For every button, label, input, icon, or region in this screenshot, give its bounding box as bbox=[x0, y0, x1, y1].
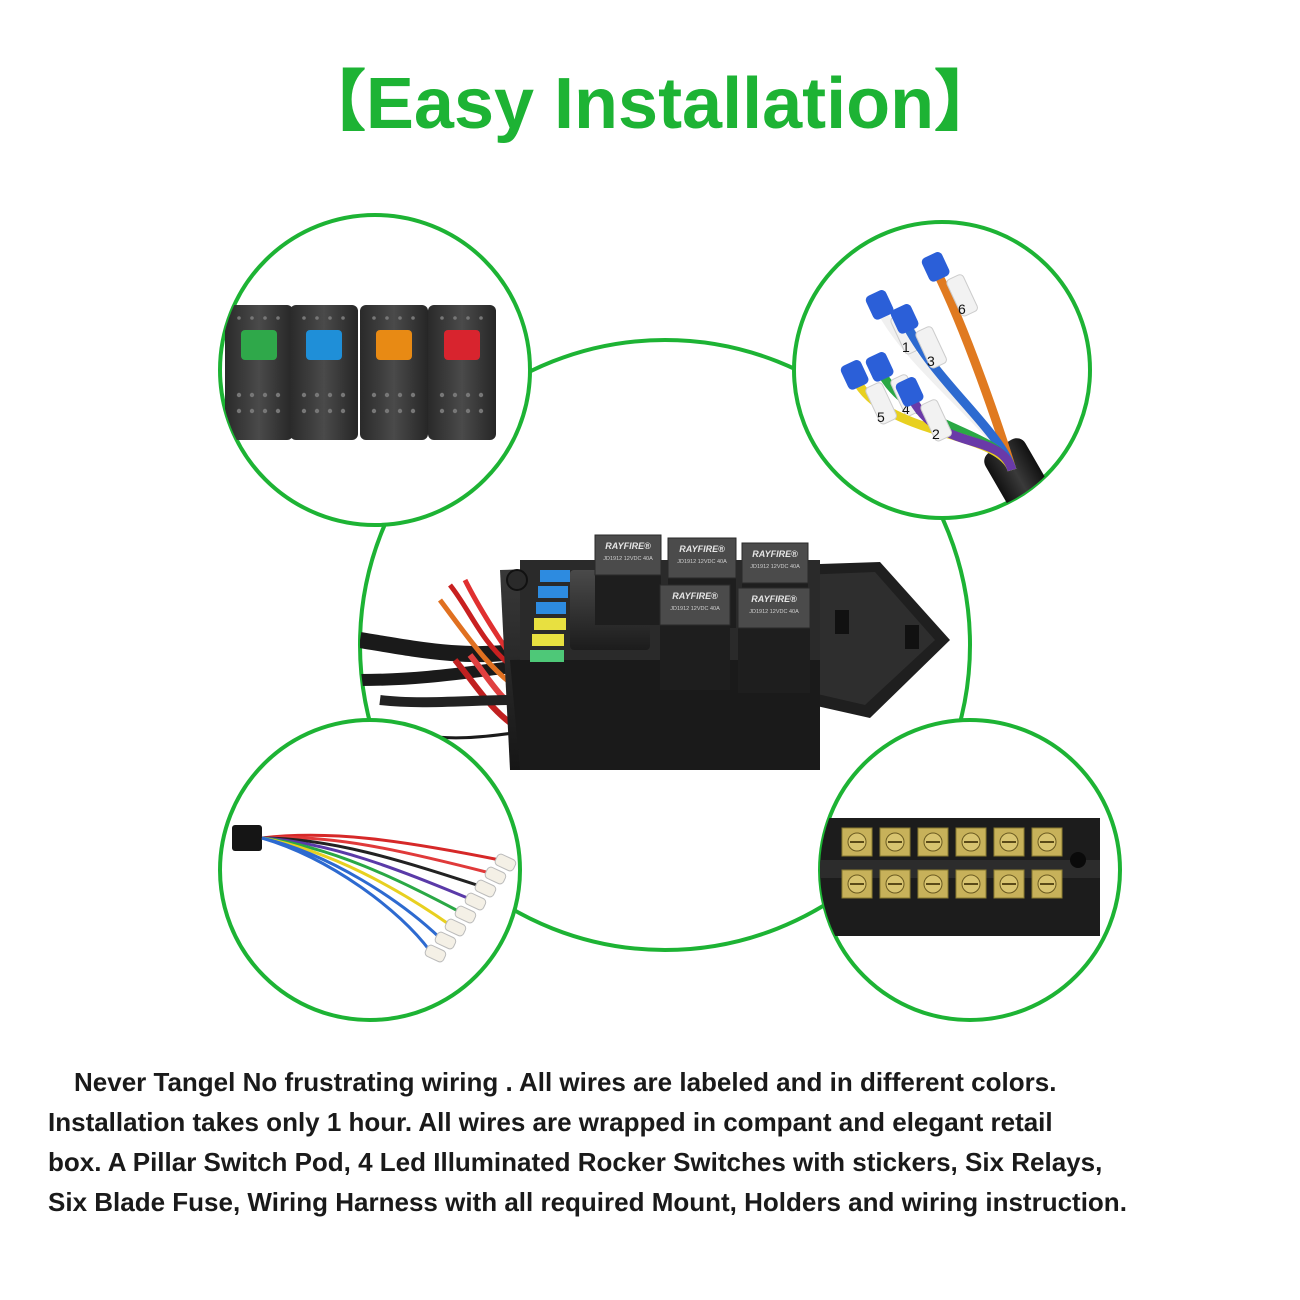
switch-lens bbox=[241, 330, 277, 360]
switch-lens bbox=[444, 330, 480, 360]
relay-brand: RAYFIRE® bbox=[752, 549, 798, 559]
fuse-yellow-1 bbox=[534, 618, 566, 630]
terminal-block-view bbox=[818, 718, 1122, 1022]
harness-wire-8 bbox=[261, 836, 447, 963]
relays: RAYFIRE® JD1912 12VDC 40A RAYFIRE® JD1912 1… bbox=[594, 534, 811, 693]
fuse-blue-3 bbox=[536, 602, 566, 614]
harness-wire-3 bbox=[261, 836, 497, 898]
harness-wire-1 bbox=[261, 833, 517, 872]
terminal-screw bbox=[917, 827, 949, 857]
relay-1: RAYFIRE® JD1912 12VDC 40A bbox=[594, 534, 662, 625]
relay-spec: JD1912 12VDC 40A bbox=[750, 564, 800, 570]
relay-spec: JD1912 12VDC 40A bbox=[749, 609, 799, 615]
relay-spec: JD1912 12VDC 40A bbox=[603, 556, 653, 562]
center-fuse-box-view: RAYFIRE® JD1912 12VDC 40A RAYFIRE® JD1912 1… bbox=[358, 338, 972, 952]
fuse-yellow-2 bbox=[532, 634, 564, 646]
title-open-bracket: 【 bbox=[299, 64, 366, 138]
fuse-blue-1 bbox=[540, 570, 570, 582]
connector-harness-view bbox=[218, 718, 522, 1022]
relay-5: RAYFIRE® JD1912 12VDC 40A bbox=[737, 587, 811, 693]
rocker-switch-3 bbox=[360, 305, 428, 440]
switch-lens bbox=[376, 330, 412, 360]
terminal-screw bbox=[993, 827, 1025, 857]
labeled-wire-6: 2 bbox=[895, 377, 1017, 472]
relay-brand: RAYFIRE® bbox=[605, 541, 651, 551]
terminal-screw bbox=[917, 869, 949, 899]
relay-4: RAYFIRE® JD1912 12VDC 40A bbox=[659, 584, 731, 690]
relay-brand: RAYFIRE® bbox=[672, 591, 718, 601]
description-line-3: box. A Pillar Switch Pod, 4 Led Illumina… bbox=[48, 1147, 1103, 1177]
description-line-1: Never Tangel No frustrating wiring . All… bbox=[74, 1067, 1057, 1097]
terminal-screw bbox=[1031, 869, 1063, 899]
switch-lens bbox=[306, 330, 342, 360]
harness-wire-2 bbox=[261, 835, 507, 885]
wire-label: 4 bbox=[902, 401, 910, 417]
terminal-screw bbox=[955, 827, 987, 857]
terminal-screw bbox=[879, 869, 911, 899]
terminal-screw bbox=[841, 869, 873, 899]
wire-label: 2 bbox=[932, 426, 940, 442]
rocker-switch-2 bbox=[290, 305, 358, 440]
wire-label: 5 bbox=[877, 409, 885, 425]
product-illustration: RAYFIRE® JD1912 12VDC 40A RAYFIRE® JD1912 1… bbox=[218, 213, 1122, 1022]
description-line-2: Installation takes only 1 hour. All wire… bbox=[48, 1107, 1053, 1137]
fuse-blue-2 bbox=[538, 586, 568, 598]
box-lid bbox=[790, 562, 950, 718]
wire-label: 6 bbox=[958, 301, 966, 317]
description-text: Never Tangel No frustrating wiring . All… bbox=[48, 1062, 1298, 1222]
description-line-4: Six Blade Fuse, Wiring Harness with all … bbox=[48, 1187, 1127, 1217]
rocker-switches-view bbox=[218, 213, 532, 527]
relay-brand: RAYFIRE® bbox=[751, 594, 797, 604]
title-text: Easy Installation bbox=[365, 64, 935, 144]
rocker-switch-1 bbox=[225, 305, 293, 440]
title-close-bracket: 】 bbox=[934, 64, 1001, 138]
relay-spec: JD1912 12VDC 40A bbox=[677, 559, 727, 565]
rocker-switch-4 bbox=[428, 305, 496, 440]
terminal-screw bbox=[841, 827, 873, 857]
terminal-screw bbox=[879, 827, 911, 857]
page-title: 【Easy Installation】 bbox=[0, 52, 1300, 148]
plug-connector bbox=[232, 825, 262, 851]
relay-brand: RAYFIRE® bbox=[679, 544, 725, 554]
terminal-screw bbox=[955, 869, 987, 899]
relay-spec: JD1912 12VDC 40A bbox=[670, 606, 720, 612]
labeled-wires-view: 6 1 3 4 5 2 bbox=[792, 220, 1092, 520]
blade-fuses bbox=[530, 570, 570, 662]
wire-label: 3 bbox=[927, 353, 935, 369]
terminal-screw bbox=[993, 869, 1025, 899]
wire-label: 1 bbox=[902, 339, 910, 355]
fuse-green-1 bbox=[530, 650, 564, 662]
terminal-screw bbox=[1031, 827, 1063, 857]
